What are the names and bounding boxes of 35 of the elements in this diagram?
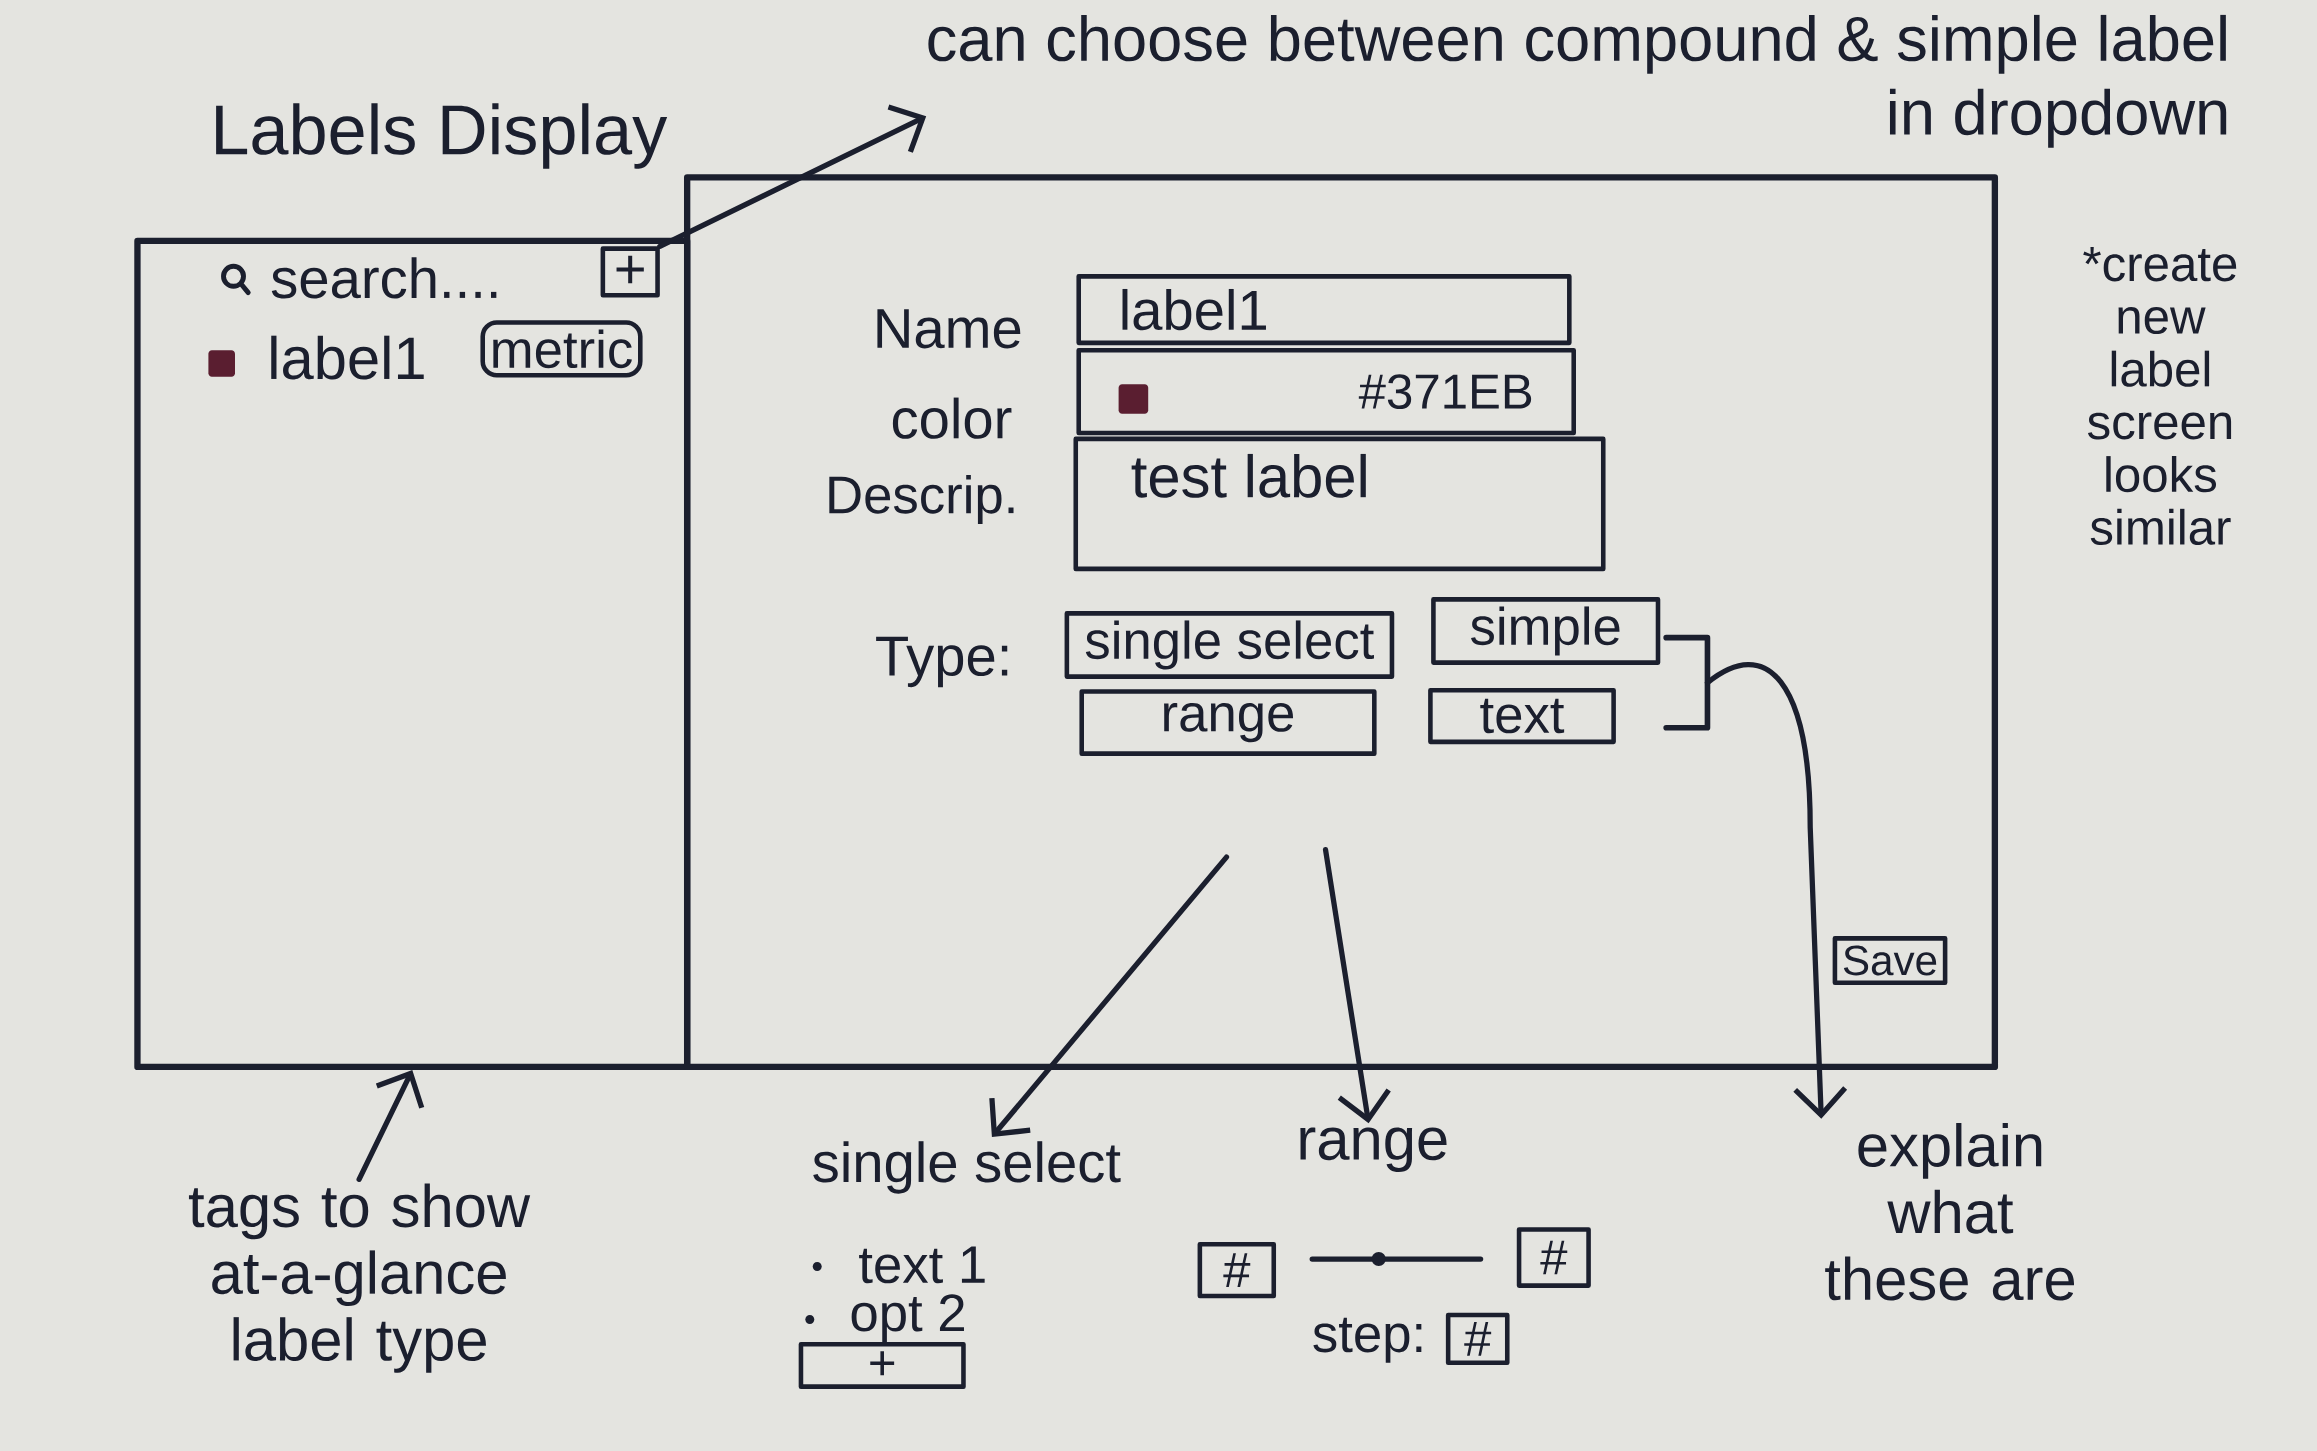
number-field: # — [1445, 1312, 1510, 1365]
arrow — [989, 854, 1230, 1137]
number-field: # — [1516, 1227, 1591, 1288]
arrow — [1322, 847, 1391, 1124]
add-button: + — [600, 246, 660, 298]
section-heading: single select — [813, 1141, 1121, 1194]
color-field: #371EB — [1076, 347, 1576, 436]
field-label: color — [892, 397, 1012, 439]
add-option-button: + — [798, 1341, 966, 1389]
number-field: # — [1197, 1241, 1277, 1299]
text-field: label1 — [1076, 274, 1572, 346]
field-label: step: — [1313, 1317, 1422, 1363]
type-button: single select — [1064, 611, 1395, 679]
note: can choose between compound & simple label in dropdown — [928, 14, 2227, 148]
type-button: simple — [1431, 597, 1661, 665]
note: tags to show at-a-glance label type — [188, 1183, 531, 1373]
type-button: text — [1428, 687, 1616, 745]
list-item-text: label1 — [271, 335, 424, 380]
text-area: test label — [1073, 436, 1606, 572]
option-text: text 1 — [859, 1246, 985, 1284]
arrow — [356, 1070, 425, 1182]
note: *create new label screen looks similar — [2083, 247, 2237, 545]
field-label: Descrip. — [829, 474, 1014, 524]
search-field: search.... — [271, 257, 497, 299]
field-label: Type: — [876, 636, 1008, 688]
note: explain what these are — [1825, 1122, 2075, 1301]
bracket — [1663, 634, 1711, 731]
type-button: range — [1079, 689, 1377, 756]
tag-chip: metric — [480, 320, 643, 378]
arrow — [657, 104, 927, 249]
title: Labels Display — [216, 103, 668, 169]
save-button: Save — [1832, 936, 1948, 985]
field-label: Name — [877, 309, 1021, 349]
section-heading: range — [1300, 1127, 1447, 1172]
curved-arrow — [1704, 661, 1848, 1119]
